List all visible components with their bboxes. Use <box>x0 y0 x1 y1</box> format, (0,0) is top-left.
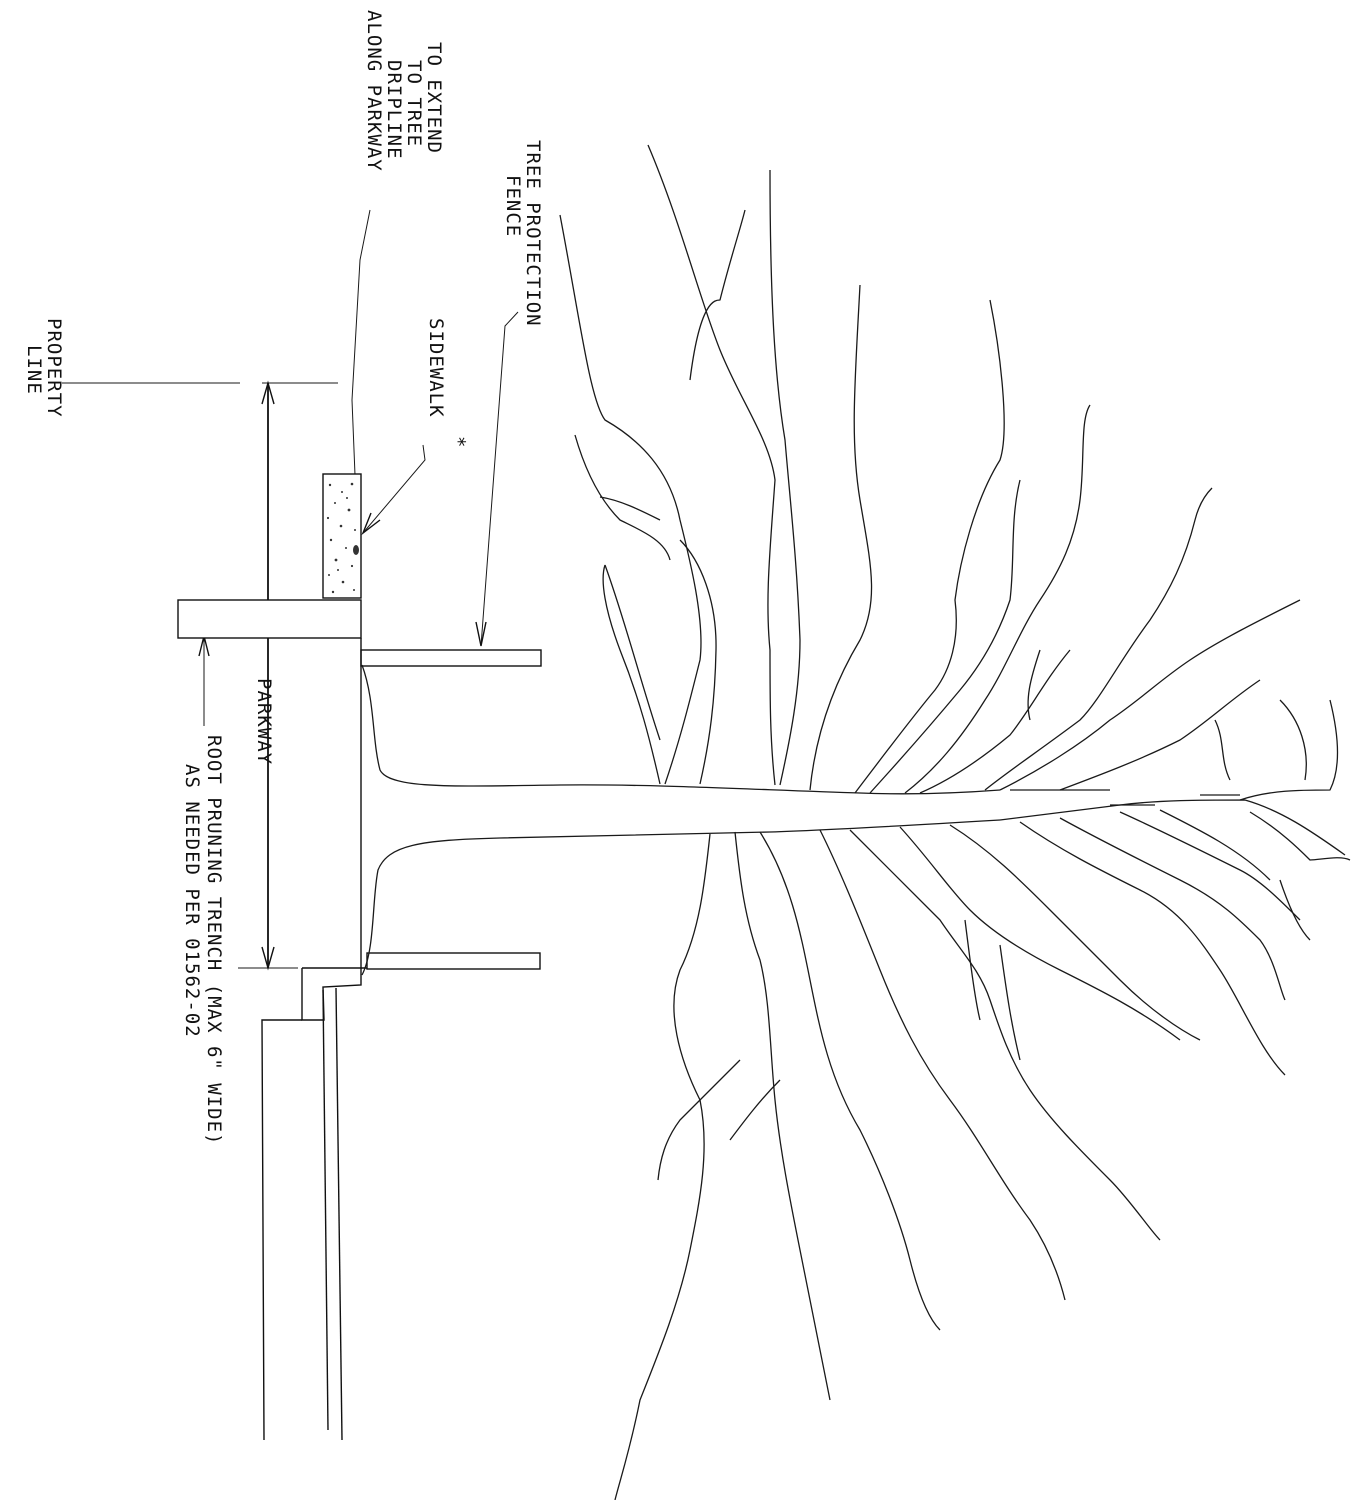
sidewalk-text: SIDEWALK <box>425 318 447 418</box>
parkway-label: PARKWAY <box>253 678 275 765</box>
root-pruning-line-1: ROOT PRUNING TRENCH (MAX 6" WIDE) <box>203 735 225 1146</box>
sidewalk-asterisk: * <box>447 436 469 448</box>
to-extend-line-1: TO EXTEND <box>423 42 445 154</box>
fence-label-line-1: TREE PROTECTION <box>522 140 544 327</box>
root-pruning-leader <box>198 635 210 726</box>
sidewalk-leader <box>361 444 426 536</box>
root-pruning-label: ROOT PRUNING TRENCH (MAX 6" WIDE) AS NEE… <box>181 735 225 1146</box>
tree-protection-fence-label: TREE PROTECTION FENCE <box>502 140 544 327</box>
fence-leader <box>475 311 519 647</box>
property-line-label: PROPERTY LINE <box>23 318 65 418</box>
fence-bar-bottom <box>366 952 541 970</box>
fence-bar-top <box>360 649 542 667</box>
to-extend-line-4: ALONG PARKWAY <box>363 10 385 172</box>
property-line-text-1: PROPERTY <box>43 318 65 418</box>
to-extend-label: TO EXTEND TO TREE DRIPLINE ALONG PARKWAY <box>363 10 445 172</box>
root-pruning-line-2: AS NEEDED PER 01562-02 <box>181 764 203 1038</box>
to-extend-line-2: TO TREE <box>403 60 425 147</box>
to-extend-leader <box>351 209 371 476</box>
sidewalk-slab <box>322 473 362 599</box>
pavement-block <box>177 599 362 639</box>
parkway-dimension <box>238 380 338 971</box>
fence-label-line-2: FENCE <box>502 175 524 237</box>
property-line-text-2: LINE <box>23 345 45 395</box>
sidewalk-label: SIDEWALK * <box>425 318 469 448</box>
tree-drawing <box>361 144 1351 1500</box>
to-extend-line-3: DRIPLINE <box>383 60 405 160</box>
curb-lines <box>261 638 367 1441</box>
parkway-text: PARKWAY <box>253 678 275 765</box>
